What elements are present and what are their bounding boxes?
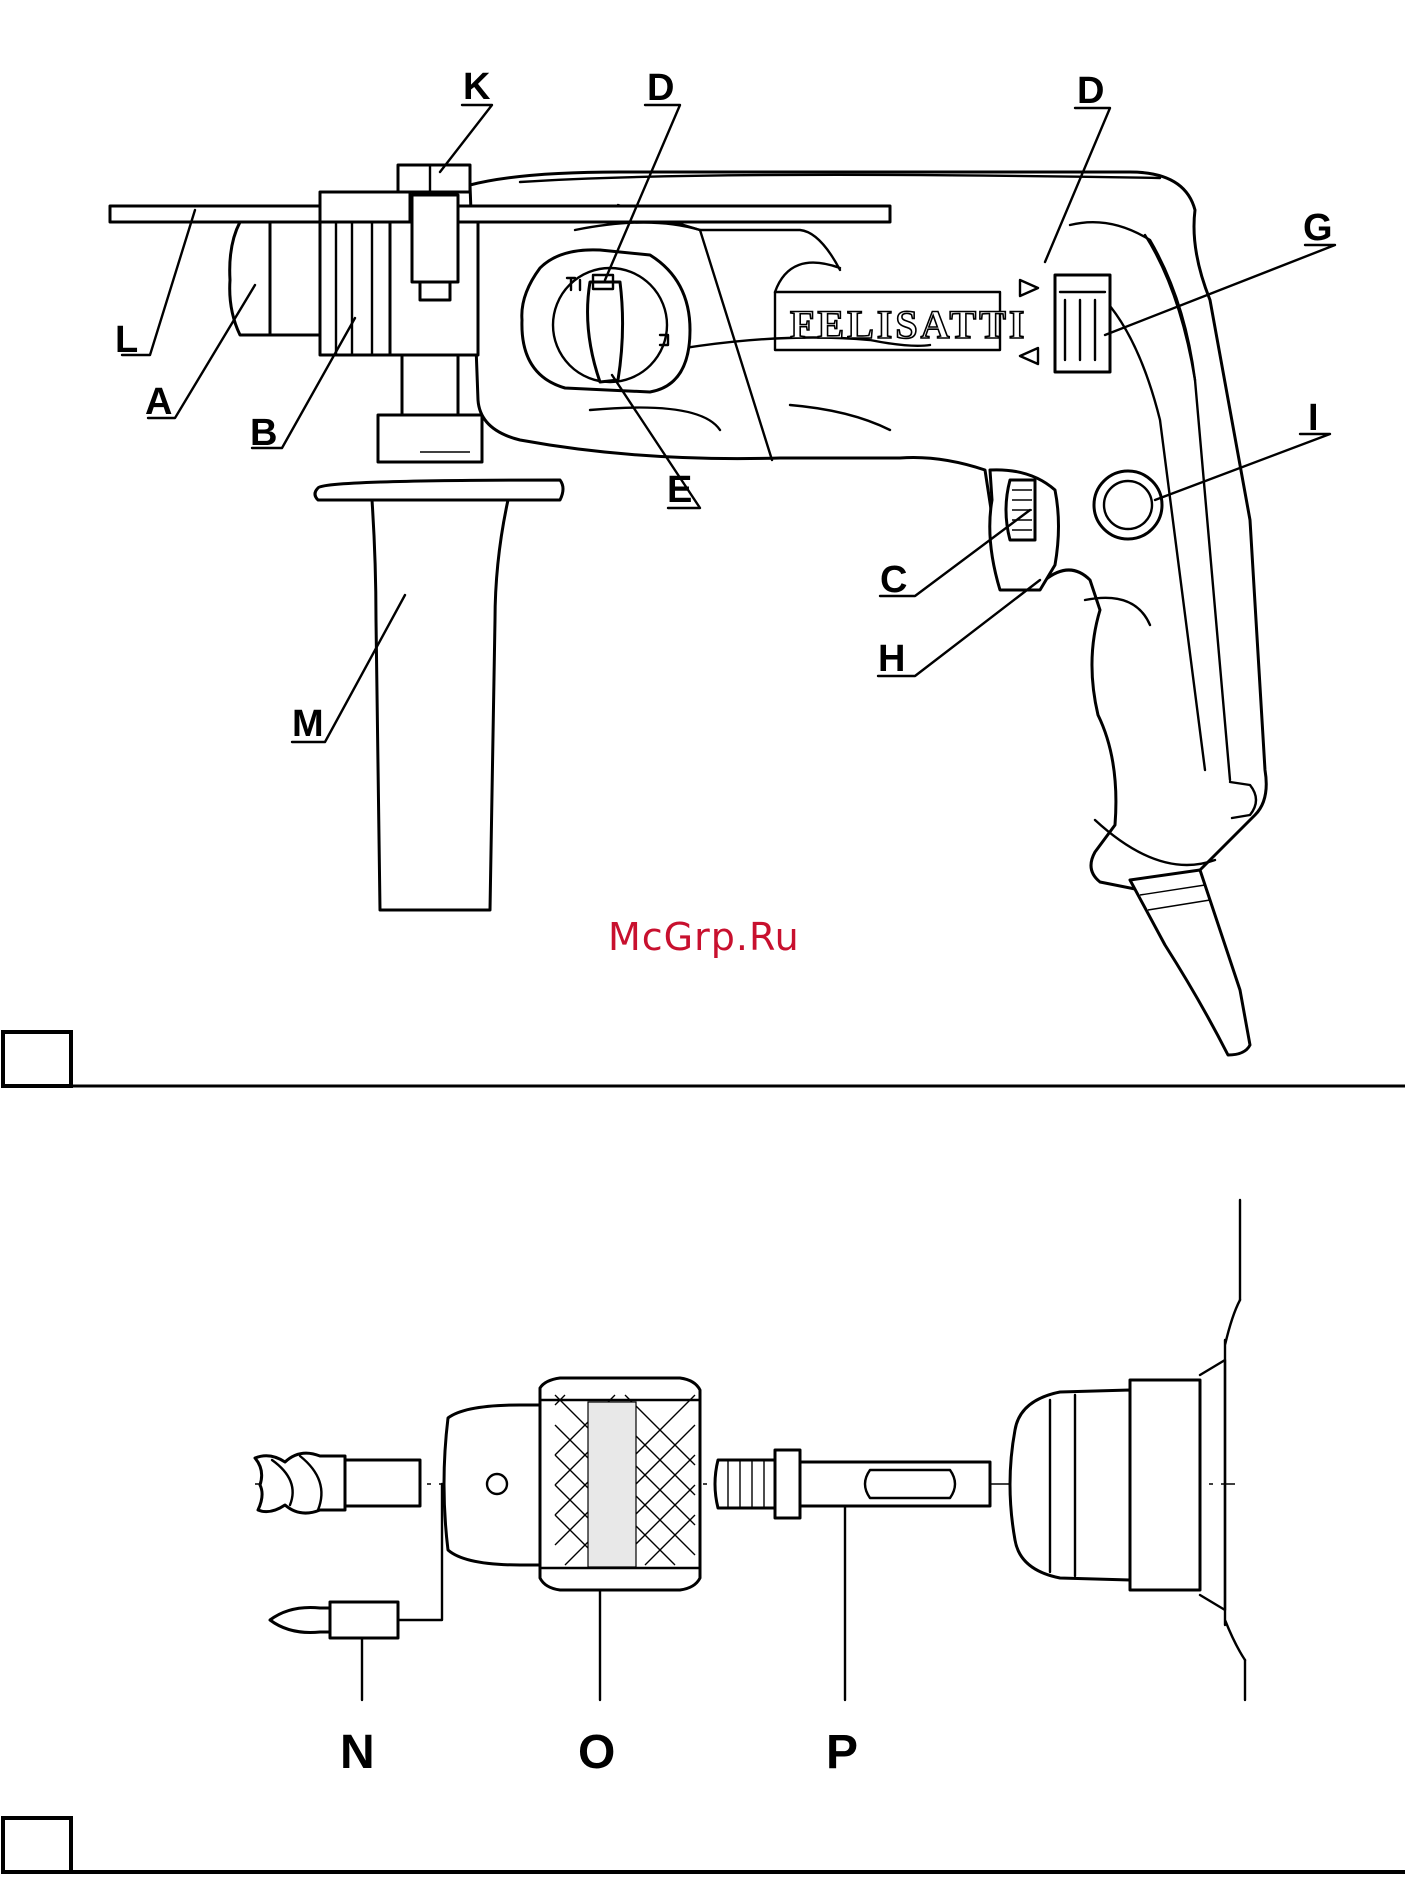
depth-gauge-rod (110, 206, 890, 222)
callout-i: I (1308, 397, 1319, 439)
callout-b: B (250, 412, 277, 454)
lock-button (1094, 471, 1162, 539)
section-divider-1 (3, 1032, 1405, 1086)
callout-p: P (826, 1726, 858, 1779)
callout-l: L (115, 319, 138, 361)
keyless-chuck (444, 1378, 700, 1700)
brand-logo: FELISATTI (790, 302, 1027, 347)
callout-h: H (878, 638, 905, 680)
callout-d-right: D (1077, 70, 1104, 112)
watermark-text: McGrp.Ru (608, 915, 800, 959)
callout-d-left: D (647, 67, 674, 109)
drill-bit (255, 1453, 420, 1513)
callout-n: N (340, 1726, 375, 1779)
trigger (990, 470, 1059, 590)
callout-o: O (578, 1726, 615, 1779)
callout-e: E (667, 469, 692, 511)
callout-c: C (880, 559, 907, 601)
callout-g: G (1303, 207, 1333, 249)
callout-k: K (463, 66, 491, 108)
callout-m: M (292, 703, 324, 745)
sds-adapter (715, 1450, 990, 1700)
hammer-chuck-housing (1010, 1200, 1245, 1700)
figure-2-chuck-adapter: N O P (255, 1200, 1245, 1779)
mode-selector (522, 250, 690, 392)
callout-a: A (145, 381, 172, 423)
section-divider-2 (3, 1818, 1405, 1872)
figure-1-drill: FELISATTI L A B K D D G I C H E M (110, 66, 1335, 1055)
